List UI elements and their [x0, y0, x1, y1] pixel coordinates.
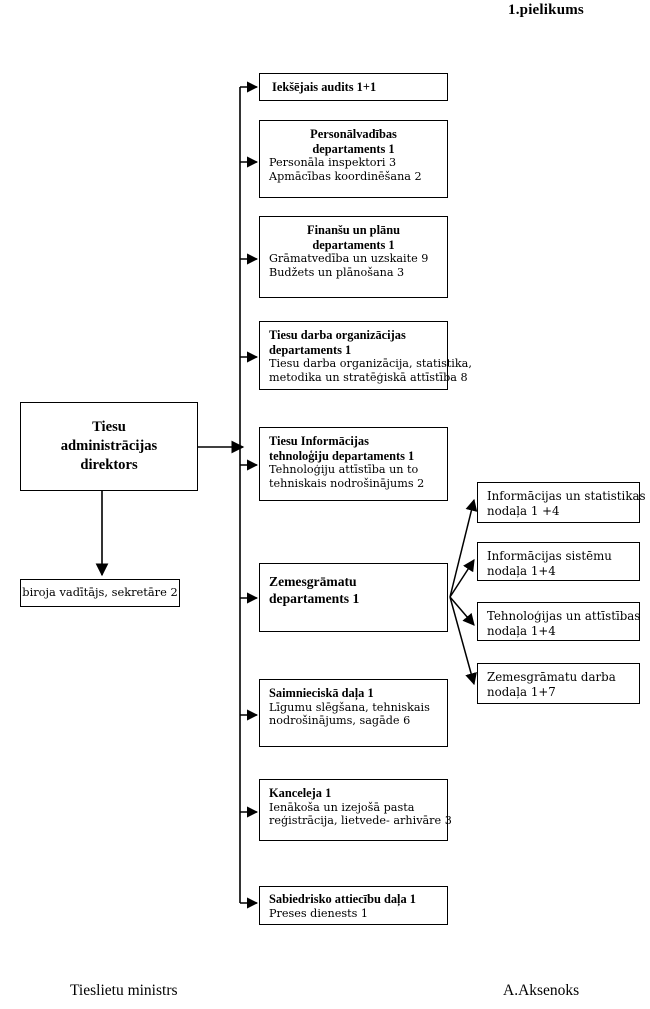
node-technology-development-unit[interactable]: Tehnoloģijas un attīstības nodaļa 1+4 — [477, 602, 640, 641]
node-public-relations-unit[interactable]: Sabiedrisko attiecību daļa 1 Preses dien… — [259, 886, 448, 925]
node-it-department[interactable]: Tiesu Informācijas tehnoloģiju departame… — [259, 427, 448, 501]
node-chancery[interactable]: Kanceleja 1 Ienākoša un izejošā pasta re… — [259, 779, 452, 841]
court-org-sub-1: metodika un stratēģiskā attīstība 8 — [269, 370, 468, 384]
node-information-systems-unit[interactable]: Informācijas sistēmu nodaļa 1+4 — [477, 542, 640, 581]
director-title-line2: administrācijas — [60, 437, 158, 454]
economic-sub-1: nodrošinājums, sagāde 6 — [269, 714, 411, 728]
court-org-title-line2: departaments 1 — [269, 342, 352, 357]
chancery-subitems: Ienākoša un izejošā pasta reģistrācija, … — [269, 800, 452, 828]
land-work-line1: Zemesgrāmatu darba — [487, 670, 616, 684]
court-org-title-line1: Tiesu darba organizācijas — [269, 328, 406, 342]
court-org-title: Tiesu darba organizācijas departaments 1 — [269, 328, 438, 357]
hr-title-line2: departaments 1 — [312, 141, 395, 156]
it-sub-0: Tehnoloģiju attīstība un to — [269, 463, 419, 477]
hr-department-subitems: Personāla inspektori 3 Apmācības koordin… — [269, 156, 438, 183]
finance-sub-0: Grāmatvedība un uzskaite 9 — [269, 252, 429, 266]
tech-dev-line2: nodaļa 1+4 — [487, 624, 556, 639]
director-title-line3: direktors — [80, 457, 138, 474]
node-information-statistics-unit[interactable]: Informācijas un statistikas nodaļa 1 +4 — [477, 482, 646, 523]
it-sub-1: tehniskais nodrošinājums 2 — [269, 476, 425, 490]
land-work-line2: nodaļa 1+7 — [487, 685, 556, 700]
footer-minister-name: A.Aksenoks — [503, 982, 580, 999]
director-title: Tiesu administrācijas direktors — [61, 418, 157, 476]
node-land-register-department[interactable]: Zemesgrāmatu departaments 1 — [259, 563, 448, 632]
secretary-label: biroja vadītājs, sekretāre 2 — [22, 585, 178, 600]
info-sys-line2: nodaļa 1+4 — [487, 564, 556, 579]
info-sys-line1: Informācijas sistēmu — [487, 549, 612, 563]
node-director[interactable]: Tiesu administrācijas direktors — [20, 402, 198, 491]
annex-label: 1.pielikums — [508, 2, 584, 18]
footer-minister-title: Tieslietu ministrs — [70, 982, 178, 999]
info-stat-line2: nodaļa 1 +4 — [487, 504, 560, 519]
node-economic-unit[interactable]: Saimnieciskā daļa 1 Līgumu slēgšana, teh… — [259, 679, 448, 747]
chancery-sub-1: reģistrācija, lietvede- arhivāre 3 — [269, 814, 452, 828]
info-stat-line1: Informācijas un statistikas — [487, 489, 646, 503]
information-statistics-title: Informācijas un statistikas nodaļa 1 +4 — [487, 489, 646, 520]
it-department-title: Tiesu Informācijas tehnoloģiju departame… — [269, 434, 438, 463]
land-register-work-title: Zemesgrāmatu darba nodaļa 1+7 — [487, 670, 631, 701]
land-register-title-line1: Zemesgrāmatu — [269, 574, 357, 589]
public-relations-title: Sabiedrisko attiecību daļa 1 — [269, 892, 416, 906]
public-relations-subitems: Preses dienests 1 — [269, 907, 438, 920]
finance-title-line1: Finanšu un plānu — [307, 223, 400, 237]
node-hr-department[interactable]: Personālvadības departaments 1 Personāla… — [259, 120, 448, 198]
it-title-line2: tehnoloģiju departaments 1 — [269, 448, 415, 463]
finance-department-subitems: Grāmatvedība un uzskaite 9 Budžets un pl… — [269, 252, 438, 279]
chancery-sub-0: Ienākoša un izejošā pasta — [269, 800, 415, 814]
chancery-title: Kanceleja 1 — [269, 786, 332, 800]
finance-title-line2: departaments 1 — [312, 237, 395, 252]
tech-dev-line1: Tehnoloģijas un attīstības — [487, 609, 641, 623]
node-internal-audit[interactable]: Iekšējais audits 1+1 — [259, 73, 448, 101]
technology-development-title: Tehnoloģijas un attīstības nodaļa 1+4 — [487, 609, 641, 640]
node-office-manager-secretary[interactable]: biroja vadītājs, sekretāre 2 — [20, 579, 180, 607]
land-register-title-line2: departaments 1 — [269, 591, 360, 607]
court-org-sub-0: Tiesu darba organizācija, statistika, — [269, 357, 472, 371]
economic-unit-title: Saimnieciskā daļa 1 — [269, 686, 374, 700]
node-court-work-organisation-department[interactable]: Tiesu darba organizācijas departaments 1… — [259, 321, 472, 390]
it-title-line1: Tiesu Informācijas — [269, 434, 369, 448]
hr-sub-0: Personāla inspektori 3 — [269, 156, 397, 170]
director-title-line1: Tiesu — [92, 418, 126, 435]
node-land-register-work-unit[interactable]: Zemesgrāmatu darba nodaļa 1+7 — [477, 663, 640, 704]
it-department-subitems: Tehnoloģiju attīstība un to tehniskais n… — [269, 463, 438, 490]
finance-department-title: Finanšu un plānu departaments 1 — [269, 223, 438, 252]
economic-unit-subitems: Līgumu slēgšana, tehniskais nodrošinājum… — [269, 701, 438, 728]
hr-title-line1: Personālvadības — [310, 127, 397, 141]
court-org-subitems: Tiesu darba organizācija, statistika, me… — [269, 357, 472, 384]
hr-sub-1: Apmācības koordinēšana 2 — [269, 169, 422, 183]
node-finance-planning-department[interactable]: Finanšu un plānu departaments 1 Grāmatve… — [259, 216, 448, 298]
finance-sub-1: Budžets un plānošana 3 — [269, 265, 405, 279]
information-systems-title: Informācijas sistēmu nodaļa 1+4 — [487, 549, 631, 580]
economic-sub-0: Līgumu slēgšana, tehniskais — [269, 700, 430, 714]
hr-department-title: Personālvadības departaments 1 — [269, 127, 438, 156]
pr-sub-0: Preses dienests 1 — [269, 906, 368, 920]
internal-audit-title: Iekšējais audits 1+1 — [272, 79, 377, 94]
land-register-title: Zemesgrāmatu departaments 1 — [269, 573, 438, 607]
